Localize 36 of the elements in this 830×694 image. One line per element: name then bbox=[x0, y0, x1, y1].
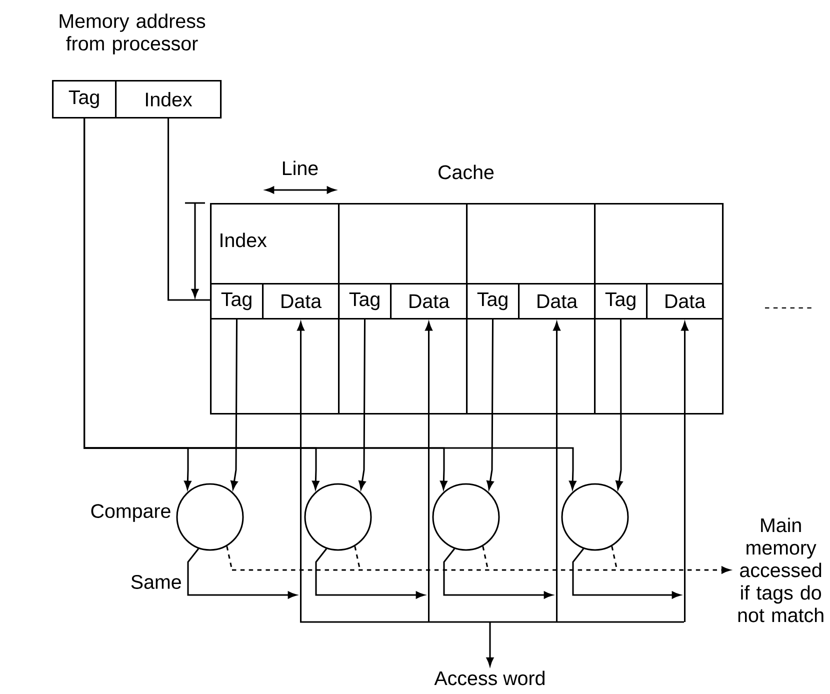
cache-cell: Data bbox=[646, 283, 724, 320]
arrow bbox=[425, 322, 432, 622]
arrow bbox=[681, 322, 688, 622]
arrow bbox=[297, 322, 304, 622]
arrow bbox=[486, 320, 494, 490]
comparator-circle bbox=[432, 483, 500, 551]
cache-cell: Tag bbox=[466, 283, 520, 320]
cache-cell: Tag bbox=[594, 283, 648, 320]
arrow bbox=[572, 548, 681, 599]
arrow bbox=[553, 322, 560, 622]
edge-label: Same bbox=[129, 574, 184, 590]
comparator-circle bbox=[561, 483, 629, 551]
comparator-circle bbox=[304, 483, 372, 551]
arrow bbox=[315, 548, 425, 599]
node-label: Memory address from processor bbox=[60, 14, 206, 54]
arrow bbox=[187, 548, 297, 599]
register-field: Tag bbox=[52, 80, 117, 119]
register-field: Index bbox=[115, 80, 222, 119]
comparator-label: Compare bbox=[91, 504, 170, 522]
node-label: Cache bbox=[438, 164, 494, 180]
arrow bbox=[358, 320, 366, 490]
dimension-label: Line bbox=[283, 160, 318, 176]
output-label: Access word bbox=[434, 670, 544, 686]
output-label: Main memory accessed if tags do not match bbox=[738, 518, 824, 622]
cache-cell: Data bbox=[518, 283, 596, 320]
arrow bbox=[616, 320, 623, 490]
dashed-arrow bbox=[232, 566, 730, 574]
arrow bbox=[84, 118, 576, 490]
bus-arrow bbox=[299, 621, 685, 666]
arrow bbox=[443, 548, 553, 599]
cache-cell: Tag bbox=[210, 283, 264, 320]
cache-cell: Data bbox=[262, 283, 340, 320]
connector-line bbox=[168, 118, 210, 301]
cache-cell: Data bbox=[390, 283, 468, 320]
cache-cell: Tag bbox=[338, 283, 392, 320]
arrow bbox=[230, 320, 238, 490]
